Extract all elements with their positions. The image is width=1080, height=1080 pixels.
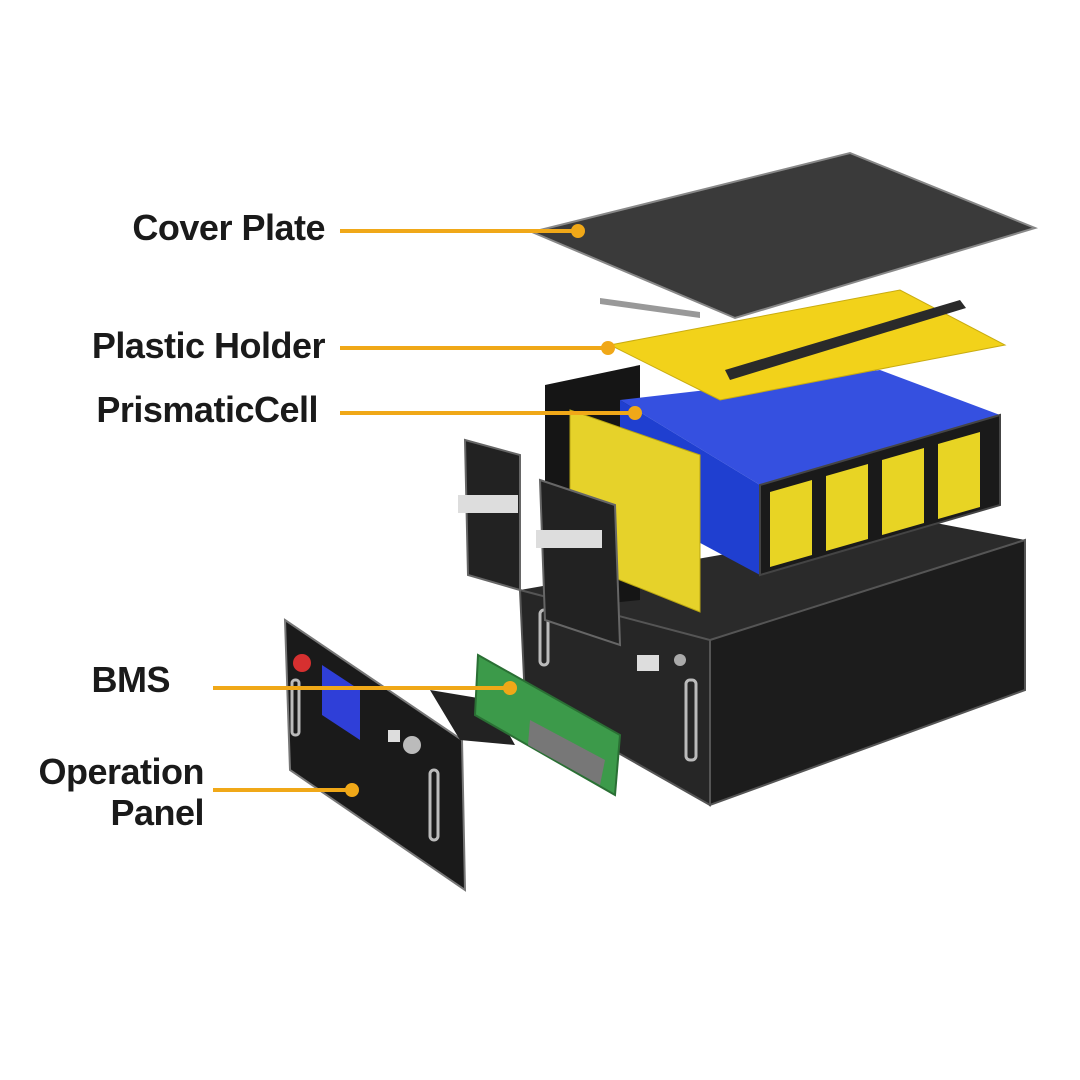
- label-plastic-holder: Plastic Holder: [91, 325, 326, 366]
- battery-case: [518, 520, 1026, 807]
- label-cover-plate: Cover Plate: [132, 207, 325, 248]
- label-operation-panel-line1: Operation: [38, 751, 204, 792]
- leader-lines: [213, 224, 642, 797]
- label-bms: BMS: [91, 659, 171, 700]
- operation-panel: [283, 618, 467, 892]
- plastic-holder: [608, 289, 1007, 401]
- cover-plate: [528, 151, 1039, 320]
- label-operation-panel-line2: Panel: [110, 792, 204, 833]
- label-prismatic-cell: PrismaticCell: [96, 389, 318, 430]
- side-brackets: [458, 438, 622, 647]
